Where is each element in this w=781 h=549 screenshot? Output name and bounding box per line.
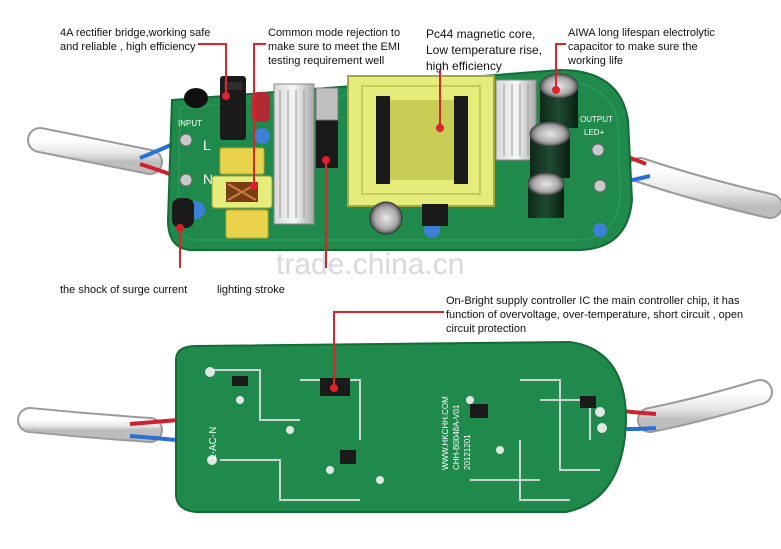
smd-diode bbox=[232, 376, 248, 386]
mosfet bbox=[316, 118, 338, 168]
transistor bbox=[184, 88, 208, 108]
annotation-rectifier: 4A rectifier bridge,working safe and rel… bbox=[60, 27, 211, 53]
fuse bbox=[252, 92, 270, 122]
smd-transistor bbox=[340, 450, 356, 464]
output-cable-bottom bbox=[611, 379, 773, 433]
output-pad-plus bbox=[591, 143, 605, 157]
blue-capacitor bbox=[254, 128, 270, 144]
heat-sink bbox=[273, 83, 315, 225]
input-cable-top bbox=[27, 127, 187, 182]
silk-l-ac-n: L-AC-N bbox=[208, 427, 219, 460]
input-pad-l bbox=[179, 133, 193, 147]
silk-input: INPUT bbox=[178, 119, 202, 128]
silk-model: CHH-B0048A-V01 bbox=[452, 404, 461, 470]
output-heat-sink bbox=[495, 79, 537, 161]
output-capacitor-3 bbox=[527, 172, 565, 218]
silk-website: WWW.HKCHH.COM bbox=[441, 396, 450, 470]
annotation-core: Pc44 magnetic core, Low temperature rise… bbox=[426, 27, 543, 73]
annotation-common-mode: Common mode rejection to make sure to me… bbox=[268, 27, 401, 67]
silk-l: L bbox=[203, 137, 211, 153]
x-capacitor bbox=[225, 209, 269, 239]
blue-capacitor bbox=[593, 223, 607, 237]
annotation-capacitor: AIWA long lifespan electrolytic capacito… bbox=[568, 27, 715, 67]
ic-chip bbox=[422, 204, 448, 226]
transformer bbox=[347, 75, 495, 207]
x-capacitor bbox=[219, 147, 265, 175]
annotation-controller: On-Bright supply controller IC the main … bbox=[446, 295, 744, 335]
smd-chip bbox=[470, 404, 488, 418]
annotation-surge: the shock of surge current bbox=[60, 284, 188, 296]
silk-led-plus: LED+ bbox=[584, 128, 605, 137]
solder-pads bbox=[205, 367, 607, 484]
output-pad-minus bbox=[593, 179, 607, 193]
input-cable-bottom bbox=[17, 407, 179, 443]
silk-output: OUTPUT bbox=[580, 115, 613, 124]
watermark: trade.china.cn bbox=[276, 248, 464, 281]
input-capacitor bbox=[369, 201, 403, 235]
callout-lines bbox=[179, 43, 566, 388]
thermistor bbox=[172, 198, 194, 228]
silk-date: 20121201 bbox=[463, 434, 472, 470]
input-pad-n bbox=[179, 173, 193, 187]
callout-dots bbox=[176, 86, 560, 392]
output-capacitor-2 bbox=[529, 121, 571, 178]
silk-n: N bbox=[203, 171, 213, 187]
pcb-bottom bbox=[175, 340, 628, 513]
smd-chip bbox=[580, 396, 596, 408]
annotation-lightning: lighting stroke bbox=[217, 284, 285, 296]
output-capacitor-1 bbox=[539, 73, 579, 128]
